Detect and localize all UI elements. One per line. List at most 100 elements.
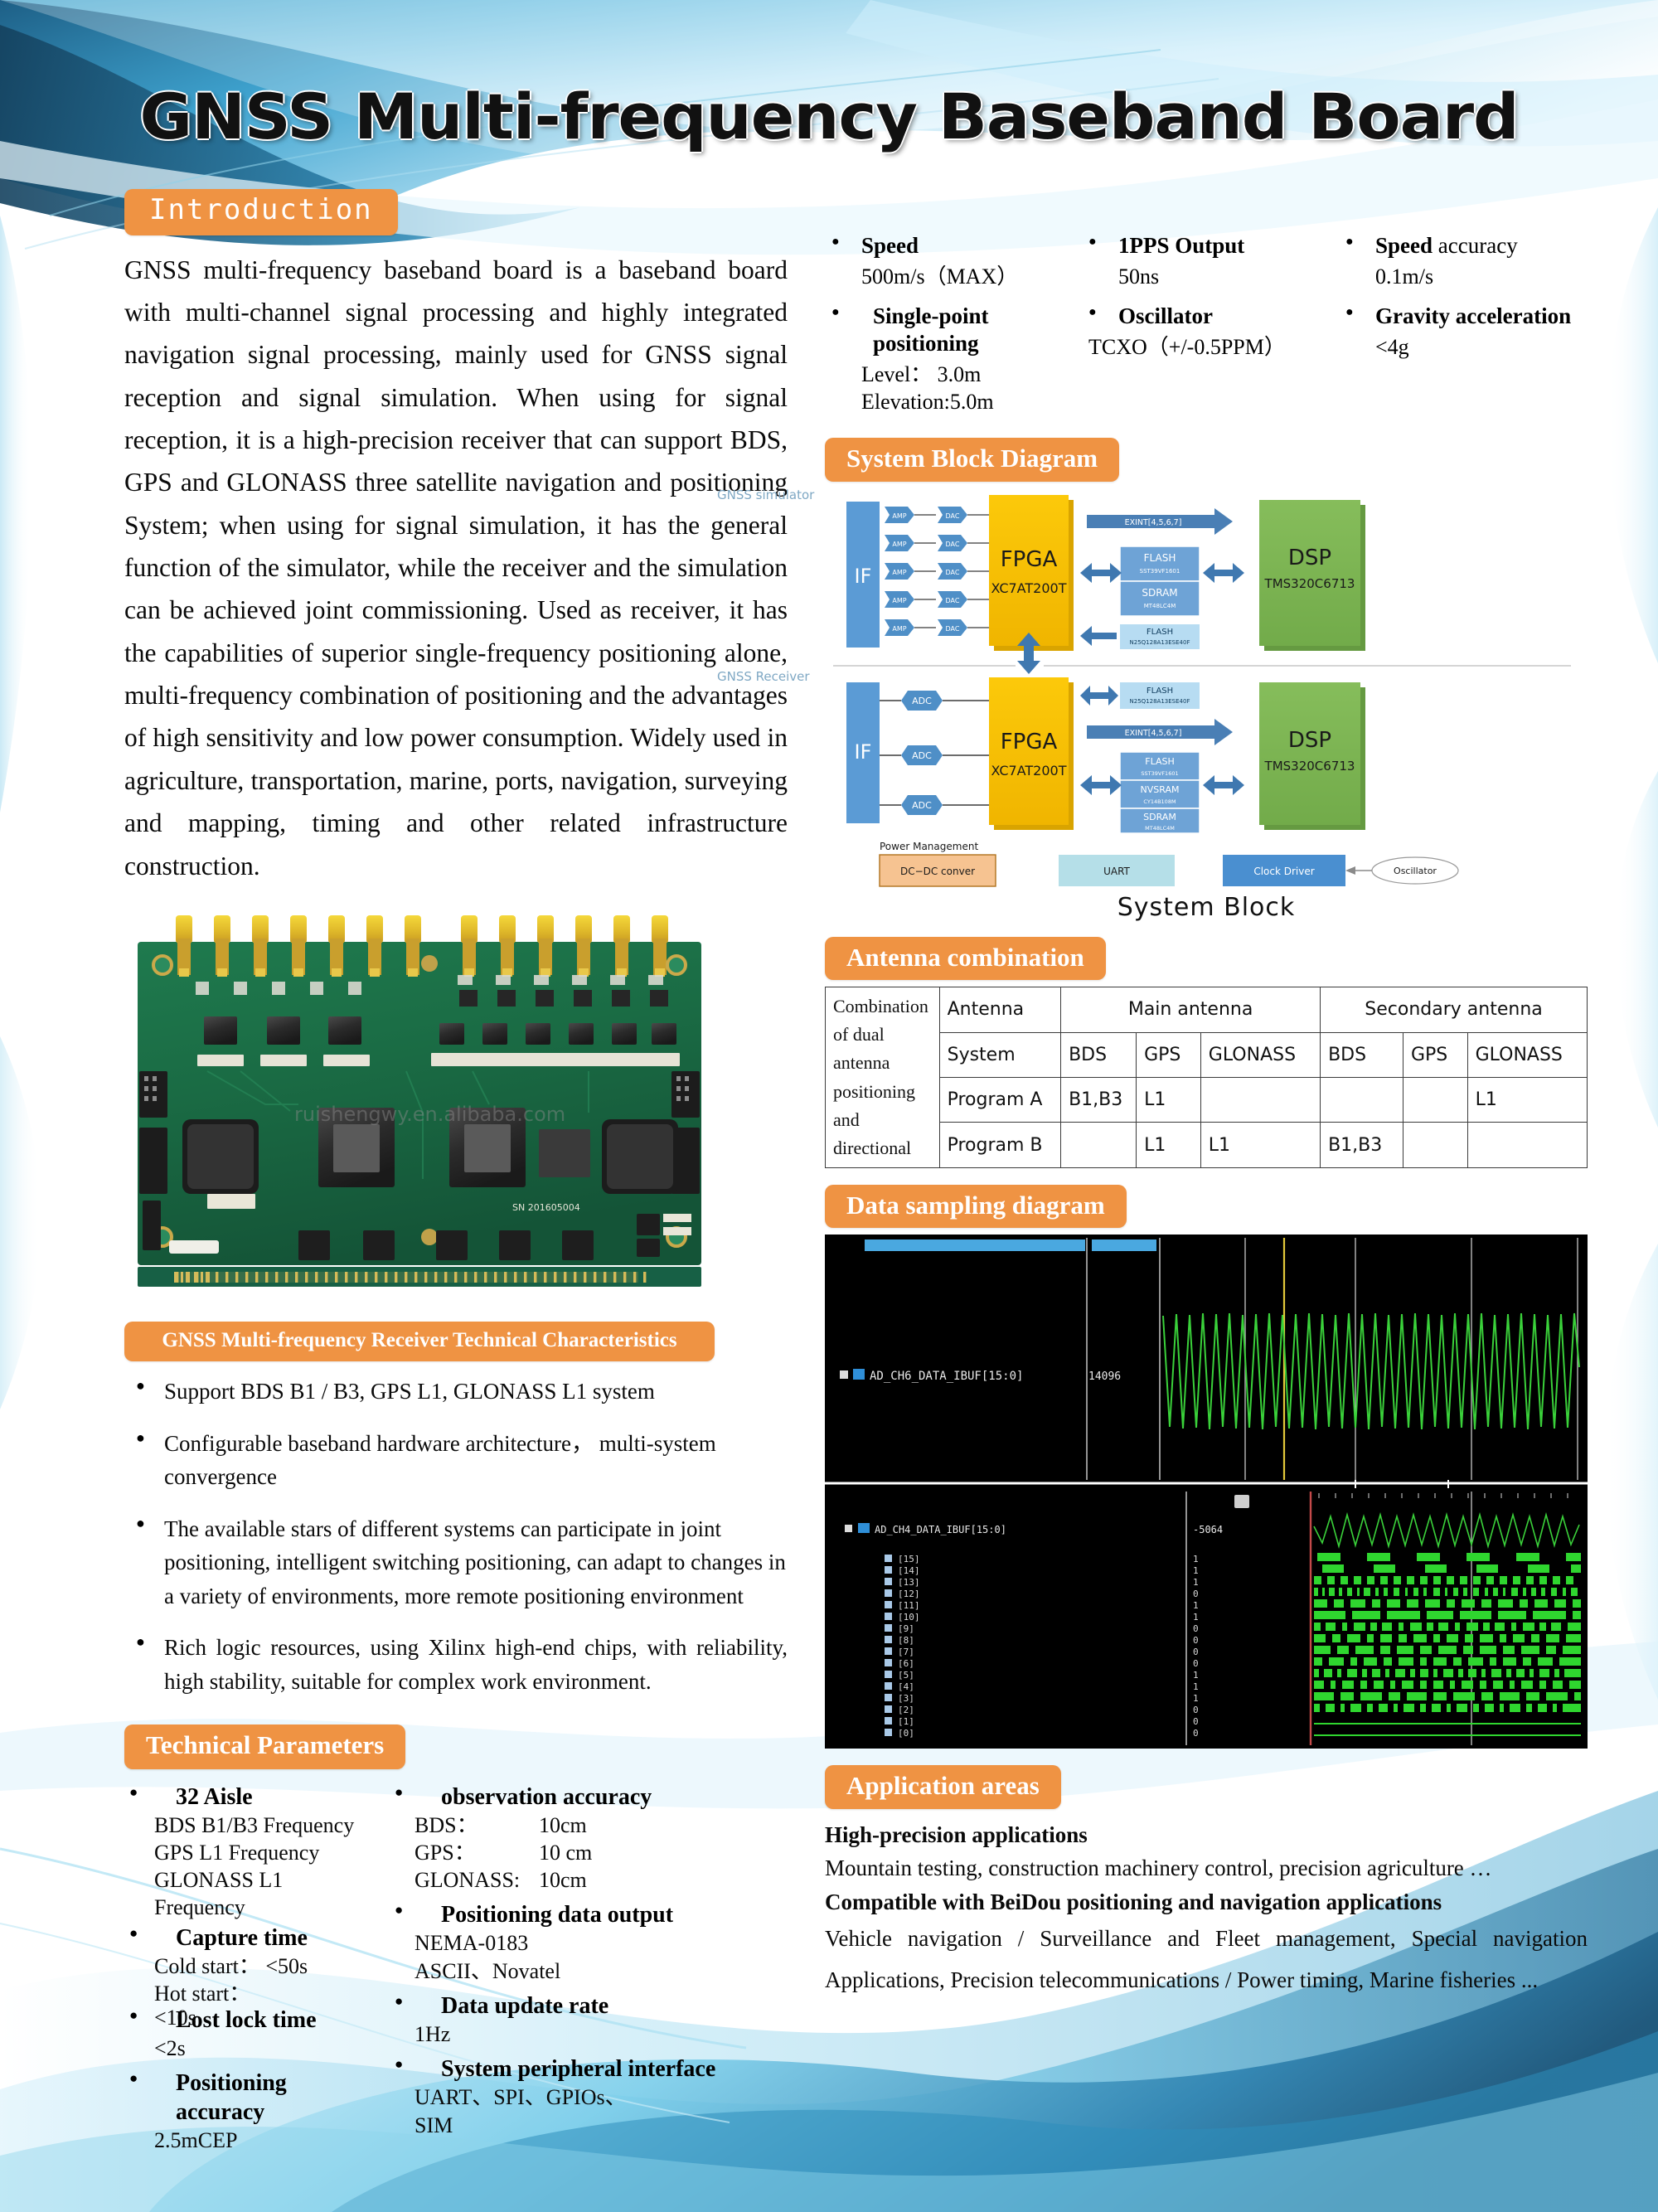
table-cell-program-name: Program A [938,1077,1062,1123]
spec-label-bold: Speed [861,233,919,258]
param-value: GPS L1 Frequency [154,1840,320,1865]
svg-text:XC7AT200T: XC7AT200T [991,763,1067,779]
table-header-cell: BDS [1320,1031,1403,1079]
svg-text:0: 0 [1193,1728,1199,1739]
param-row: GPS： 10 cm [390,1839,738,1866]
introduction-section-title: Introduction [124,189,398,235]
table-header-cell: Antenna [938,987,1062,1033]
svg-text:ADC: ADC [912,750,932,761]
right-column: Speed 500m/s（MAX） 1PPS Output 50ns Speed… [717,232,1588,2001]
svg-text:0: 0 [1193,1705,1199,1715]
param-key: BDS： [414,1812,478,1837]
param-value: ASCII、Novatel [414,1958,561,1983]
tech-params-left-column: 32 Aisle BDS B1/B3 Frequency GPS L1 Freq… [124,1783,373,2161]
uart-label: UART [1103,866,1130,877]
svg-text:NVSRAM: NVSRAM [1141,784,1180,795]
list-item: Support BDS B1 / B3, GPS L1, GLONASS L1 … [129,1375,788,1409]
pcb-serial-number: SN 201605004 [512,1202,580,1213]
spec-value: TCXO（+/-0.5PPM） [1088,334,1286,359]
param-title: Capture time [124,1923,373,1952]
table-cell [1467,1122,1588,1168]
param-value: Hot start： [154,1981,251,2006]
param-value: NEMA-0183 [414,1931,529,1956]
power-management-label: Power Management [880,842,978,852]
svg-text:[15]: [15] [898,1554,920,1564]
table-header-cell: System [938,1031,1062,1079]
param-data-update-rate: Data update rate 1Hz [390,1991,738,2048]
param-value: 10cm [539,1812,587,1837]
application-areas-body: High-precision applications Mountain tes… [825,1819,1588,2001]
svg-text:[6]: [6] [898,1658,914,1669]
bottom-signal-value: -5064 [1193,1524,1223,1535]
param-value: <2s [154,2035,186,2060]
data-sampling-title: Data sampling diagram [825,1184,1127,1229]
list-item: The available stars of different systems… [129,1512,788,1613]
table-rowgroup-label: Combination of dual antenna positioning … [825,987,940,1168]
table-cell: B1,B3 [1060,1077,1137,1123]
svg-text:AMP: AMP [892,512,906,520]
table-row: Program A B1,B3 L1 L1 [826,1077,1588,1123]
spec-label: 1PPS Output [1082,232,1331,260]
svg-text:1: 1 [1193,1681,1199,1692]
spec-single-point-positioning: Single-point positioning Level： 3.0m Ele… [825,303,1074,416]
svg-text:[13]: [13] [898,1577,920,1588]
table-row: Combination of dual antenna positioning … [825,987,1588,1168]
svg-text:[11]: [11] [898,1600,920,1611]
svg-text:DAC: DAC [946,541,960,548]
svg-text:[4]: [4] [898,1681,914,1692]
svg-text:SDRAM: SDRAM [1143,812,1176,822]
svg-text:XC7AT200T: XC7AT200T [991,580,1067,596]
spec-label: Single-point positioning [825,303,1074,357]
svg-text:1: 1 [1193,1600,1199,1611]
system-block-diagram-title: System Block Diagram [825,438,1120,482]
dcdc-converter-label: DC−DC conver [900,866,975,877]
svg-text:[5]: [5] [898,1670,914,1681]
param-aisle: 32 Aisle BDS B1/B3 Frequency GPS L1 Freq… [124,1783,373,1922]
svg-text:[9]: [9] [898,1623,914,1634]
svg-text:[3]: [3] [898,1693,914,1704]
spec-speed: Speed 500m/s（MAX） [825,232,1074,291]
svg-text:FLASH: FLASH [1147,628,1173,637]
svg-text:SST39VF1601: SST39VF1601 [1140,568,1180,575]
svg-text:MT48LC4M: MT48LC4M [1145,825,1175,832]
svg-text:[0]: [0] [898,1728,914,1739]
svg-text:1: 1 [1193,1693,1199,1704]
param-title: Positioning accuracy [124,2069,373,2127]
svg-text:N25Q128A13ESE40F: N25Q128A13ESE40F [1130,639,1190,646]
param-observation-accuracy: observation accuracy BDS： 10cm GPS： 10 c… [390,1783,738,1894]
spec-label: Oscillator [1082,303,1331,330]
top-signal-name: AD_CH6_DATA_IBUF[15:0] [870,1370,1023,1383]
spec-label-bold: 1PPS Output [1118,233,1245,258]
svg-text:DSP: DSP [1288,728,1331,753]
table-header-cell: GPS [1136,1031,1201,1079]
svg-text:MT48LC4M: MT48LC4M [1144,603,1176,609]
data-sampling-waveform-viewer: AD_CH6_DATA_IBUF[15:0] 14096 [825,1235,1588,1749]
svg-text:0: 0 [1193,1658,1199,1669]
svg-text:TMS320C6713: TMS320C6713 [1264,759,1355,774]
top-signal-value: 14096 [1088,1370,1121,1383]
svg-text:FLASH: FLASH [1147,686,1173,696]
poster-header: GNSS Multi-frequency Baseband Board [0,0,1658,207]
param-value: 2.5mCEP [154,2127,238,2152]
svg-text:N25Q128A13ESE40F: N25Q128A13ESE40F [1130,698,1190,705]
param-title: observation accuracy [390,1783,738,1812]
table-cell [1320,1077,1403,1123]
svg-text:IF: IF [855,565,872,588]
application-heading-1: High-precision applications [825,1822,1088,1847]
svg-text:[14]: [14] [898,1565,920,1576]
svg-text:AMP: AMP [892,625,906,633]
svg-text:AMP: AMP [892,541,906,548]
spec-value: 0.1m/s [1375,264,1434,289]
svg-text:1: 1 [1193,1612,1199,1623]
param-system-peripheral-interface: System peripheral interface UART、SPI、GPI… [390,2054,738,2139]
spec-label-bold: Oscillator [1118,303,1213,328]
param-value: GLONASS L1 Frequency [154,1868,284,1920]
table-cell: L1 [1136,1122,1201,1168]
pcb-board-photo: SN 201605004 [124,905,715,1303]
antenna-combination-title: Antenna combination [825,936,1106,981]
list-item: Rich logic resources, using Xilinx high-… [129,1631,788,1698]
system-block-caption: System Block [1117,892,1296,922]
tech-params-right-column: observation accuracy BDS： 10cm GPS： 10 c… [390,1783,738,2161]
svg-text:[8]: [8] [898,1635,914,1646]
svg-text:DAC: DAC [946,597,960,604]
